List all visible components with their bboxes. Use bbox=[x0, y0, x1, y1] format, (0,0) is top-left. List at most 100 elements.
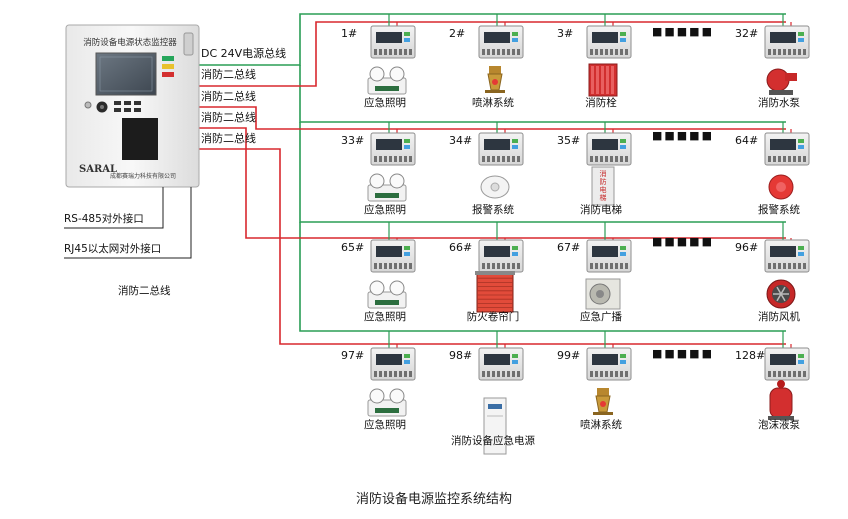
bus-line-row4 bbox=[199, 148, 786, 345]
emergency-light-icon bbox=[367, 66, 407, 95]
monitor-module bbox=[586, 132, 632, 166]
dots-row-1: ■■■■■ bbox=[652, 25, 714, 38]
monitor-module bbox=[478, 239, 524, 273]
alarm-bell-icon bbox=[768, 174, 794, 200]
rs485-interface-label: RS-485对外接口 bbox=[64, 212, 144, 225]
bus-label-2: 消防二总线 bbox=[201, 89, 256, 103]
unit-company: 成都赛瑞力科技有限公司 bbox=[110, 172, 176, 180]
monitor-node: 65# 应急照明 bbox=[341, 222, 416, 323]
bus-line-row3 bbox=[199, 127, 786, 239]
monitor-node: 32# 消防水泵 bbox=[735, 14, 810, 109]
node-id: 67# bbox=[557, 241, 580, 254]
fire-elevator-icon: 消防电梯 bbox=[591, 166, 615, 206]
monitor-node: 98# 消防设备应急电源 bbox=[449, 331, 535, 455]
elevator-sign-char: 防 bbox=[600, 177, 607, 186]
sprinkler-icon bbox=[593, 388, 613, 415]
node-id: 65# bbox=[341, 241, 364, 254]
monitor-module bbox=[764, 347, 810, 381]
monitor-node: 1# 应急照明 bbox=[341, 14, 416, 109]
device-label: 消防电梯 bbox=[580, 203, 622, 216]
device-label: 消防水泵 bbox=[758, 96, 800, 109]
monitor-nodes: 1#应急照明2#喷淋系统3#消防栓32#消防水泵33#应急照明34#报警系统35… bbox=[341, 14, 810, 455]
monitor-module bbox=[764, 25, 810, 59]
power-line-top bbox=[199, 13, 786, 66]
elevator-sign-char: 梯 bbox=[600, 193, 607, 202]
bus-line-row2 bbox=[199, 106, 786, 130]
device-label: 消防风机 bbox=[758, 310, 800, 323]
node-id: 64# bbox=[735, 134, 758, 147]
device-label: 消防设备应急电源 bbox=[451, 434, 535, 447]
monitor-module bbox=[764, 132, 810, 166]
device-label: 应急照明 bbox=[364, 418, 406, 431]
bus-note: 消防二总线 bbox=[118, 284, 171, 297]
monitor-module bbox=[370, 239, 416, 273]
monitor-node: 34# 报警系统 bbox=[449, 122, 524, 216]
dots-row-4: ■■■■■ bbox=[652, 347, 714, 360]
emergency-light-icon bbox=[367, 280, 407, 309]
bus-label-1: 消防二总线 bbox=[201, 67, 256, 81]
monitor-node: 64#报警系统 bbox=[735, 122, 810, 216]
power-line-row4 bbox=[299, 222, 786, 332]
monitor-module bbox=[370, 25, 416, 59]
monitor-module bbox=[586, 347, 632, 381]
device-label: 应急广播 bbox=[580, 310, 622, 323]
monitor-node: 66#防火卷帘门 bbox=[449, 222, 524, 323]
power-cabinet-icon bbox=[483, 397, 507, 455]
device-label: 应急照明 bbox=[364, 96, 406, 109]
monitor-module bbox=[764, 239, 810, 273]
node-id: 33# bbox=[341, 134, 364, 147]
bus-label-group: DC 24V电源总线 消防二总线 消防二总线 消防二总线 消防二总线 bbox=[201, 46, 286, 145]
monitor-node: 96# 消防风机 bbox=[735, 222, 810, 323]
node-id: 3# bbox=[557, 27, 573, 40]
bus-line-row1 bbox=[199, 21, 786, 87]
foam-pump-icon bbox=[768, 380, 794, 420]
monitor-module bbox=[370, 132, 416, 166]
bus-label-3: 消防二总线 bbox=[201, 110, 256, 124]
elevator-sign-char: 消 bbox=[600, 169, 607, 178]
interface-lines bbox=[64, 187, 192, 259]
node-id: 35# bbox=[557, 134, 580, 147]
emergency-light-icon bbox=[367, 388, 407, 417]
elevator-sign-char: 电 bbox=[600, 185, 607, 194]
dots-row-2: ■■■■■ bbox=[652, 129, 714, 142]
diagram-caption: 消防设备电源监控系统结构 bbox=[356, 491, 512, 507]
monitor-module bbox=[478, 132, 524, 166]
monitor-module bbox=[478, 347, 524, 381]
node-id: 97# bbox=[341, 349, 364, 362]
node-id: 2# bbox=[449, 27, 465, 40]
fire-hydrant-icon bbox=[588, 63, 618, 97]
sprinkler-icon bbox=[485, 66, 505, 93]
node-id: 34# bbox=[449, 134, 472, 147]
rj45-interface-label: RJ45以太网对外接口 bbox=[64, 242, 161, 255]
device-label: 泡沫液泵 bbox=[758, 418, 800, 431]
fire-shutter-icon bbox=[475, 271, 515, 313]
unit-screen bbox=[95, 52, 157, 96]
main-monitor-unit: 消防设备电源状态监控器 SARAL 成都赛瑞力科技有限公司 bbox=[65, 24, 200, 188]
dots-row-3: ■■■■■ bbox=[652, 235, 714, 248]
node-id: 32# bbox=[735, 27, 758, 40]
unit-printer-panel bbox=[122, 118, 158, 160]
emergency-light-icon bbox=[367, 173, 407, 202]
node-id: 98# bbox=[449, 349, 472, 362]
device-label: 应急照明 bbox=[364, 310, 406, 323]
monitor-node: 67# 应急广播 bbox=[557, 222, 632, 323]
bus-lines bbox=[199, 13, 786, 345]
node-id: 96# bbox=[735, 241, 758, 254]
monitor-module bbox=[586, 25, 632, 59]
device-label: 报警系统 bbox=[472, 203, 514, 216]
monitor-node: 33#应急照明 bbox=[341, 122, 416, 216]
monitor-node: 97# 应急照明 bbox=[341, 331, 416, 431]
node-id: 1# bbox=[341, 27, 357, 40]
fan-icon bbox=[766, 279, 796, 309]
monitor-module bbox=[586, 239, 632, 273]
device-label: 喷淋系统 bbox=[472, 96, 514, 109]
monitor-node: 99#喷淋系统 bbox=[557, 331, 632, 431]
device-label: 防火卷帘门 bbox=[467, 310, 520, 323]
lock-icon bbox=[84, 101, 92, 109]
monitor-node: 128#泡沫液泵 bbox=[735, 331, 810, 431]
unit-brand: SARAL bbox=[79, 164, 117, 175]
device-label: 消防栓 bbox=[585, 96, 617, 109]
monitor-node: 2# 喷淋系统 bbox=[449, 14, 524, 109]
